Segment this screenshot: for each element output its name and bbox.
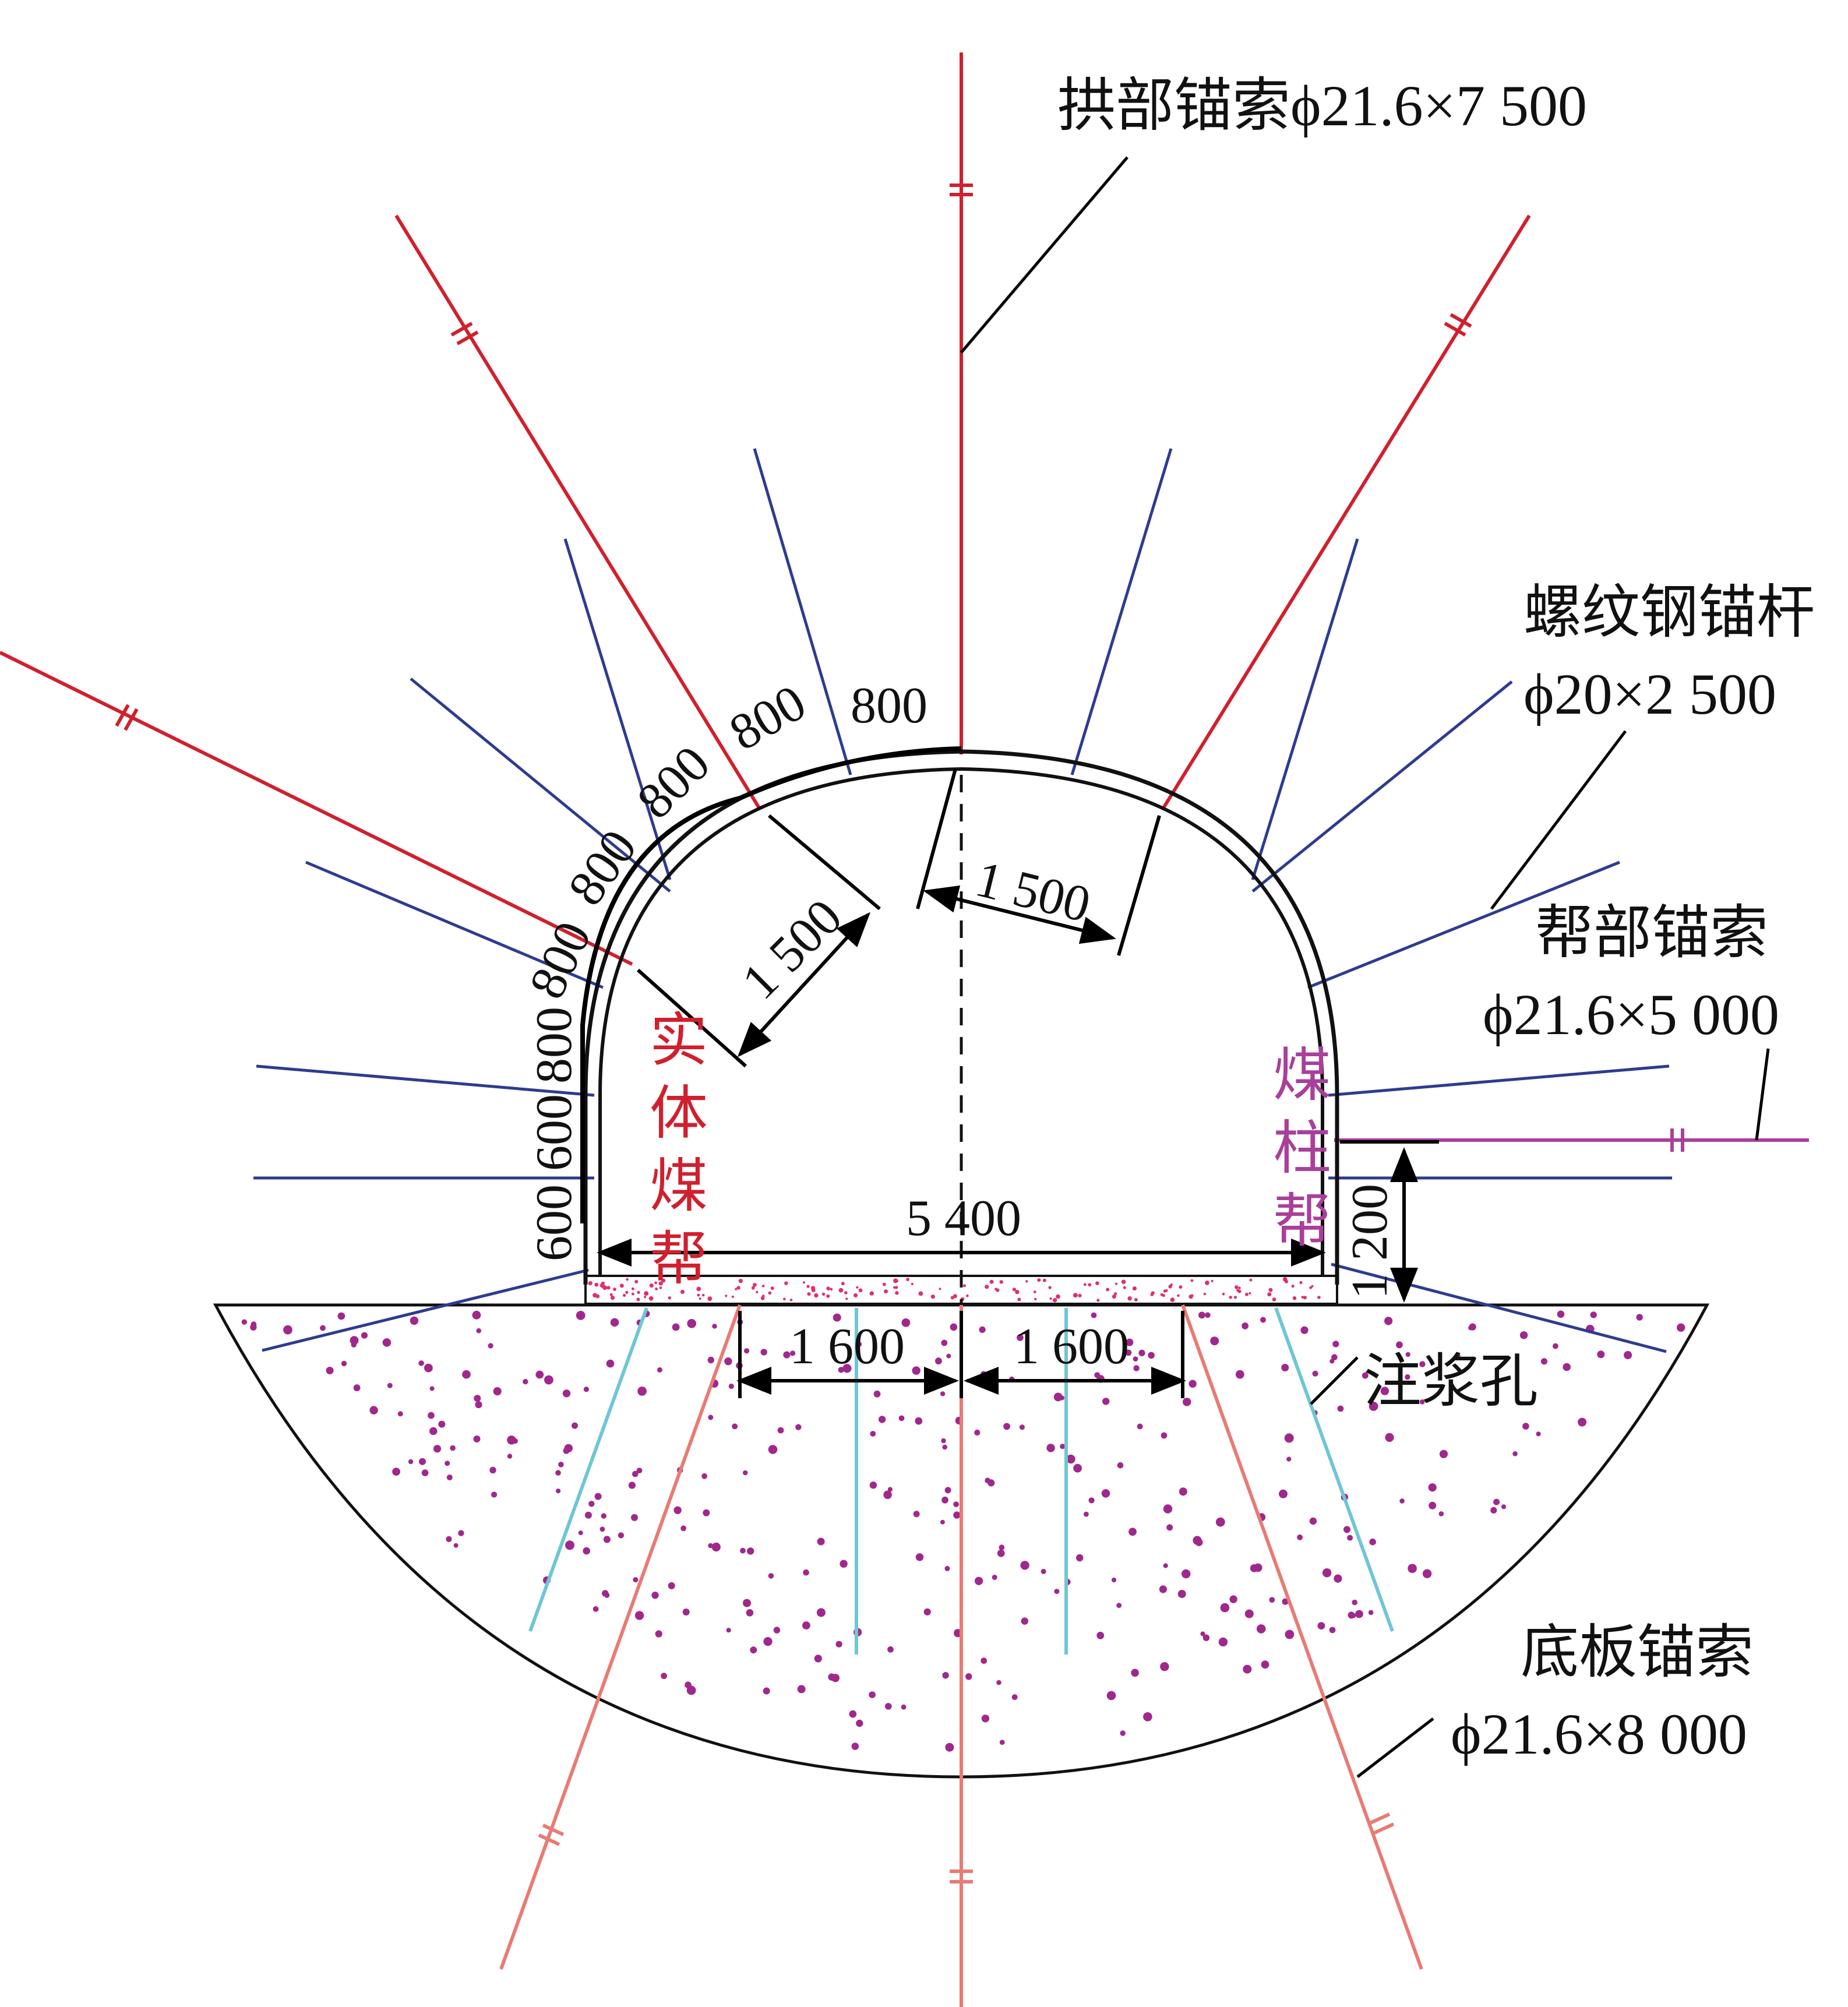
svg-text:煤: 煤 <box>1273 1043 1331 1108</box>
arch-cables <box>0 52 1531 966</box>
arc-spacing: 800 <box>526 1007 583 1084</box>
roadway-width: 5 400 <box>906 1190 1021 1247</box>
arch-cable-leader <box>960 156 1128 354</box>
floor-slab-dots <box>588 1277 1321 1303</box>
floor-grout-dots <box>241 1310 1685 1752</box>
bolt <box>1251 538 1359 880</box>
floor-cable-label-line1: 底板锚索 <box>1521 1620 1754 1685</box>
solid-coal-wall-label: 实 体 煤 帮 <box>650 1008 708 1292</box>
arc-spacing: 800 <box>721 674 816 761</box>
svg-text:柱: 柱 <box>1273 1116 1331 1181</box>
grout-hole-label: 注浆孔 <box>1363 1349 1538 1414</box>
floor-spacing-right: 1 600 <box>1014 1318 1129 1375</box>
bolt <box>305 860 604 989</box>
wall-spacing: 600 <box>526 1094 583 1171</box>
roadway-outline <box>583 749 1339 1305</box>
arch-cable-left <box>394 214 762 811</box>
bolt <box>753 448 852 775</box>
bolt <box>1070 448 1173 775</box>
side-cable-label-line2: ϕ21.6×5 000 <box>1483 982 1779 1047</box>
arch-cable-spacing-right: 1 500 <box>970 851 1096 933</box>
rebar-bolts <box>253 448 1672 1353</box>
rebar-bolt-label-line1: 螺纹钢锚杆 <box>1523 580 1815 645</box>
svg-text:帮: 帮 <box>650 1227 708 1292</box>
arch-cable-far-left <box>0 651 633 966</box>
grout-holes <box>528 1307 1394 1655</box>
bolt-leader <box>1490 730 1627 910</box>
arc-spacing: 800 <box>851 678 927 734</box>
svg-text:煤: 煤 <box>650 1154 708 1219</box>
svg-text:体: 体 <box>650 1081 708 1146</box>
grout-leader <box>1310 1356 1359 1405</box>
arc-spacing: 800 <box>558 820 648 916</box>
leader-lines <box>960 156 1770 1778</box>
floor-cable-leader <box>1356 1717 1434 1778</box>
bolt <box>1251 680 1513 893</box>
bolt <box>563 538 672 880</box>
bolt <box>410 678 671 893</box>
floor-spacing-left: 1 600 <box>789 1318 905 1375</box>
bolt <box>256 1064 595 1097</box>
svg-text:实: 实 <box>650 1008 708 1073</box>
floor-cable-label-line2: ϕ21.6×8 000 <box>1451 1702 1747 1766</box>
dimension-lines <box>580 746 1439 1398</box>
wall-spacing: 600 <box>526 1184 583 1261</box>
rebar-bolt-label-line2: ϕ20×2 500 <box>1523 662 1776 726</box>
bolt <box>1331 1262 1667 1353</box>
bolt <box>1328 1064 1670 1097</box>
arch-cable-label: 拱部锚索ϕ21.6×7 500 <box>1057 73 1587 138</box>
arc-spacing: 800 <box>627 735 721 830</box>
floor-cable-left <box>499 1304 742 1970</box>
floor-cable-right <box>1181 1304 1423 1970</box>
arch-cable-right <box>1161 214 1531 811</box>
bolt <box>262 1268 589 1352</box>
grout-hole-4 <box>1274 1307 1394 1632</box>
bolt <box>1307 860 1620 989</box>
labels: 拱部锚索ϕ21.6×7 500 螺纹钢锚杆 ϕ20×2 500 帮部锚索 ϕ21… <box>1057 73 1815 1766</box>
grout-hole-1 <box>528 1307 648 1632</box>
arc-spacing: 800 <box>519 913 602 1007</box>
side-cable-leader <box>1755 1048 1770 1141</box>
svg-text:帮: 帮 <box>1273 1189 1331 1254</box>
side-cable-label-line1: 帮部锚索 <box>1535 901 1768 965</box>
floor-cables <box>499 1304 1423 2007</box>
coal-pillar-wall-label: 煤 柱 帮 <box>1273 1043 1331 1254</box>
side-cable-height: 1 200 <box>1342 1184 1398 1299</box>
